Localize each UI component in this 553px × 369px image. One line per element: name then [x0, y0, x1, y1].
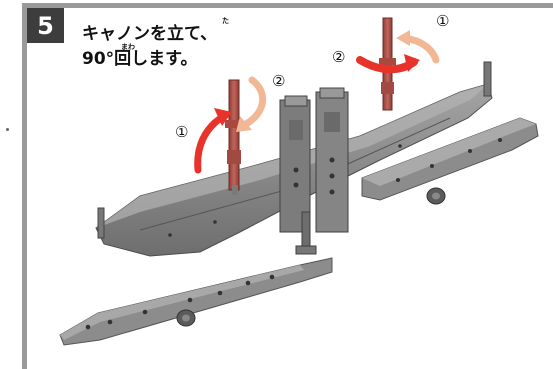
central-tower — [279, 87, 349, 255]
lower-rear-rail — [361, 117, 539, 205]
right-rotate-arrow-peach — [396, 30, 440, 64]
ruby-tate: た — [222, 17, 229, 25]
instruction-line-2: 90°回します。 — [82, 49, 198, 69]
marker-two-left: ② — [272, 72, 286, 90]
instruction-line-1: キャノンを立て、 — [82, 24, 218, 44]
right-rotate-arrow-red — [356, 54, 420, 74]
ruby-mawa: まわ — [121, 43, 135, 51]
frame-top-border — [22, 3, 553, 8]
left-cannon — [225, 79, 243, 195]
step-number: 5 — [37, 11, 54, 40]
marker-one-right: ① — [436, 12, 450, 30]
instruction-text: キャノンを立て、 90°回します。 — [82, 22, 217, 72]
margin-dot — [6, 128, 9, 131]
lower-front-rail — [59, 257, 333, 346]
step-number-badge: 5 — [27, 8, 64, 43]
marker-one-left: ① — [175, 123, 189, 141]
left-rotate-arrow-red — [194, 108, 232, 174]
left-rotate-arrow-peach — [236, 76, 266, 132]
frame-left-border — [22, 3, 27, 369]
right-cannon — [379, 17, 396, 111]
marker-two-right: ② — [332, 48, 346, 66]
